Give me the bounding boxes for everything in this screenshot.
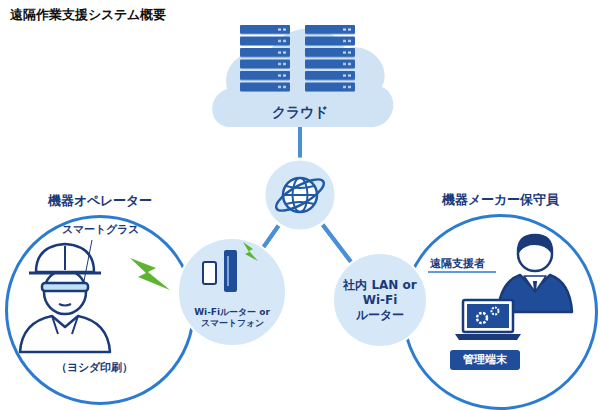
worker-figure [44,270,86,314]
worker-figure [20,244,110,352]
globe-hub [283,194,317,196]
worker-figure [20,316,110,352]
network-link [263,195,352,263]
node-text-box: Wi-Fiルーター or スマートフォン [177,237,287,347]
server-icon [240,25,355,92]
label-frame [428,272,496,273]
node-outline [5,215,195,405]
person-circle: 機器メーカー保守員管理端末 [402,214,598,410]
worker-figure [52,316,78,334]
globe-hub [293,178,308,212]
network-circle: Wi-Fiルーター or スマートフォン [177,237,287,347]
laptop-icon [455,334,521,340]
group-heading: 機器メーカー保守員 [442,192,559,208]
node-text-box: 管理端末 [450,350,520,370]
globe-hub [264,159,336,231]
network-link [263,126,300,248]
circle-outline [7,217,194,404]
globe-hub [286,186,314,204]
router-phone-icon [203,250,237,292]
laptop-icon [467,304,509,328]
signal-bolt [243,242,258,261]
diagram-title: 遠隔作業支援システム概要 [10,6,166,24]
laptop-icon [463,300,513,332]
node-label: 社内 LAN or Wi-Fi ルーター [338,278,422,323]
circle-fill [178,238,286,346]
group-heading: 機器オペレーター [48,193,152,209]
globe-hub [272,174,328,217]
router-phone-icon [227,256,229,286]
node-text-box [402,214,598,410]
node-text-box [5,215,195,405]
server-icon [240,25,355,92]
leader-line [84,240,92,281]
circle-fill [333,253,427,347]
callout-label: （ヨシダ印刷） [56,360,133,375]
cloud-shape [212,29,393,127]
support-person [498,275,572,312]
node-outline [177,237,287,347]
terminal-box: 管理端末 [450,350,520,370]
signal-bolt [130,242,258,290]
node-outline [402,214,598,410]
worker-figure [29,272,101,275]
router-phone-icon [203,262,216,284]
person-circle: 機器オペレーター [5,215,195,405]
support-person [524,276,546,292]
worker-figure [59,304,71,306]
support-person [533,281,537,292]
leader-line [84,240,92,281]
worker-figure [36,244,94,272]
support-person [498,235,572,312]
worker-figure [42,283,88,291]
node-label: Wi-Fiルーター or スマートフォン [182,307,282,330]
box-fill [450,350,520,370]
circle-outline [404,216,597,409]
callout-label: 遠隔支援者 [430,256,485,271]
support-person [518,237,552,271]
laptop-icon [492,308,499,315]
network-link [300,126,352,263]
node-text-box: クラウド [205,15,395,135]
worker-figure [64,246,66,270]
label-frame [428,271,496,273]
globe-hub [283,178,317,212]
laptop-icon [455,300,521,340]
globe-hub [264,159,336,231]
cloud-node: クラウド [205,15,395,135]
node-label: クラウド [272,104,328,122]
support-person [518,235,552,252]
node-text-box: 社内 LAN or Wi-Fi ルーター [332,252,428,348]
signal-bolt [130,258,170,290]
callout-label: スマートグラス [62,222,139,237]
laptop-icon [477,313,487,323]
router-phone-icon [224,250,237,292]
network-circle: 社内 LAN or Wi-Fi ルーター [332,252,428,348]
node-label: 管理端末 [463,353,507,367]
